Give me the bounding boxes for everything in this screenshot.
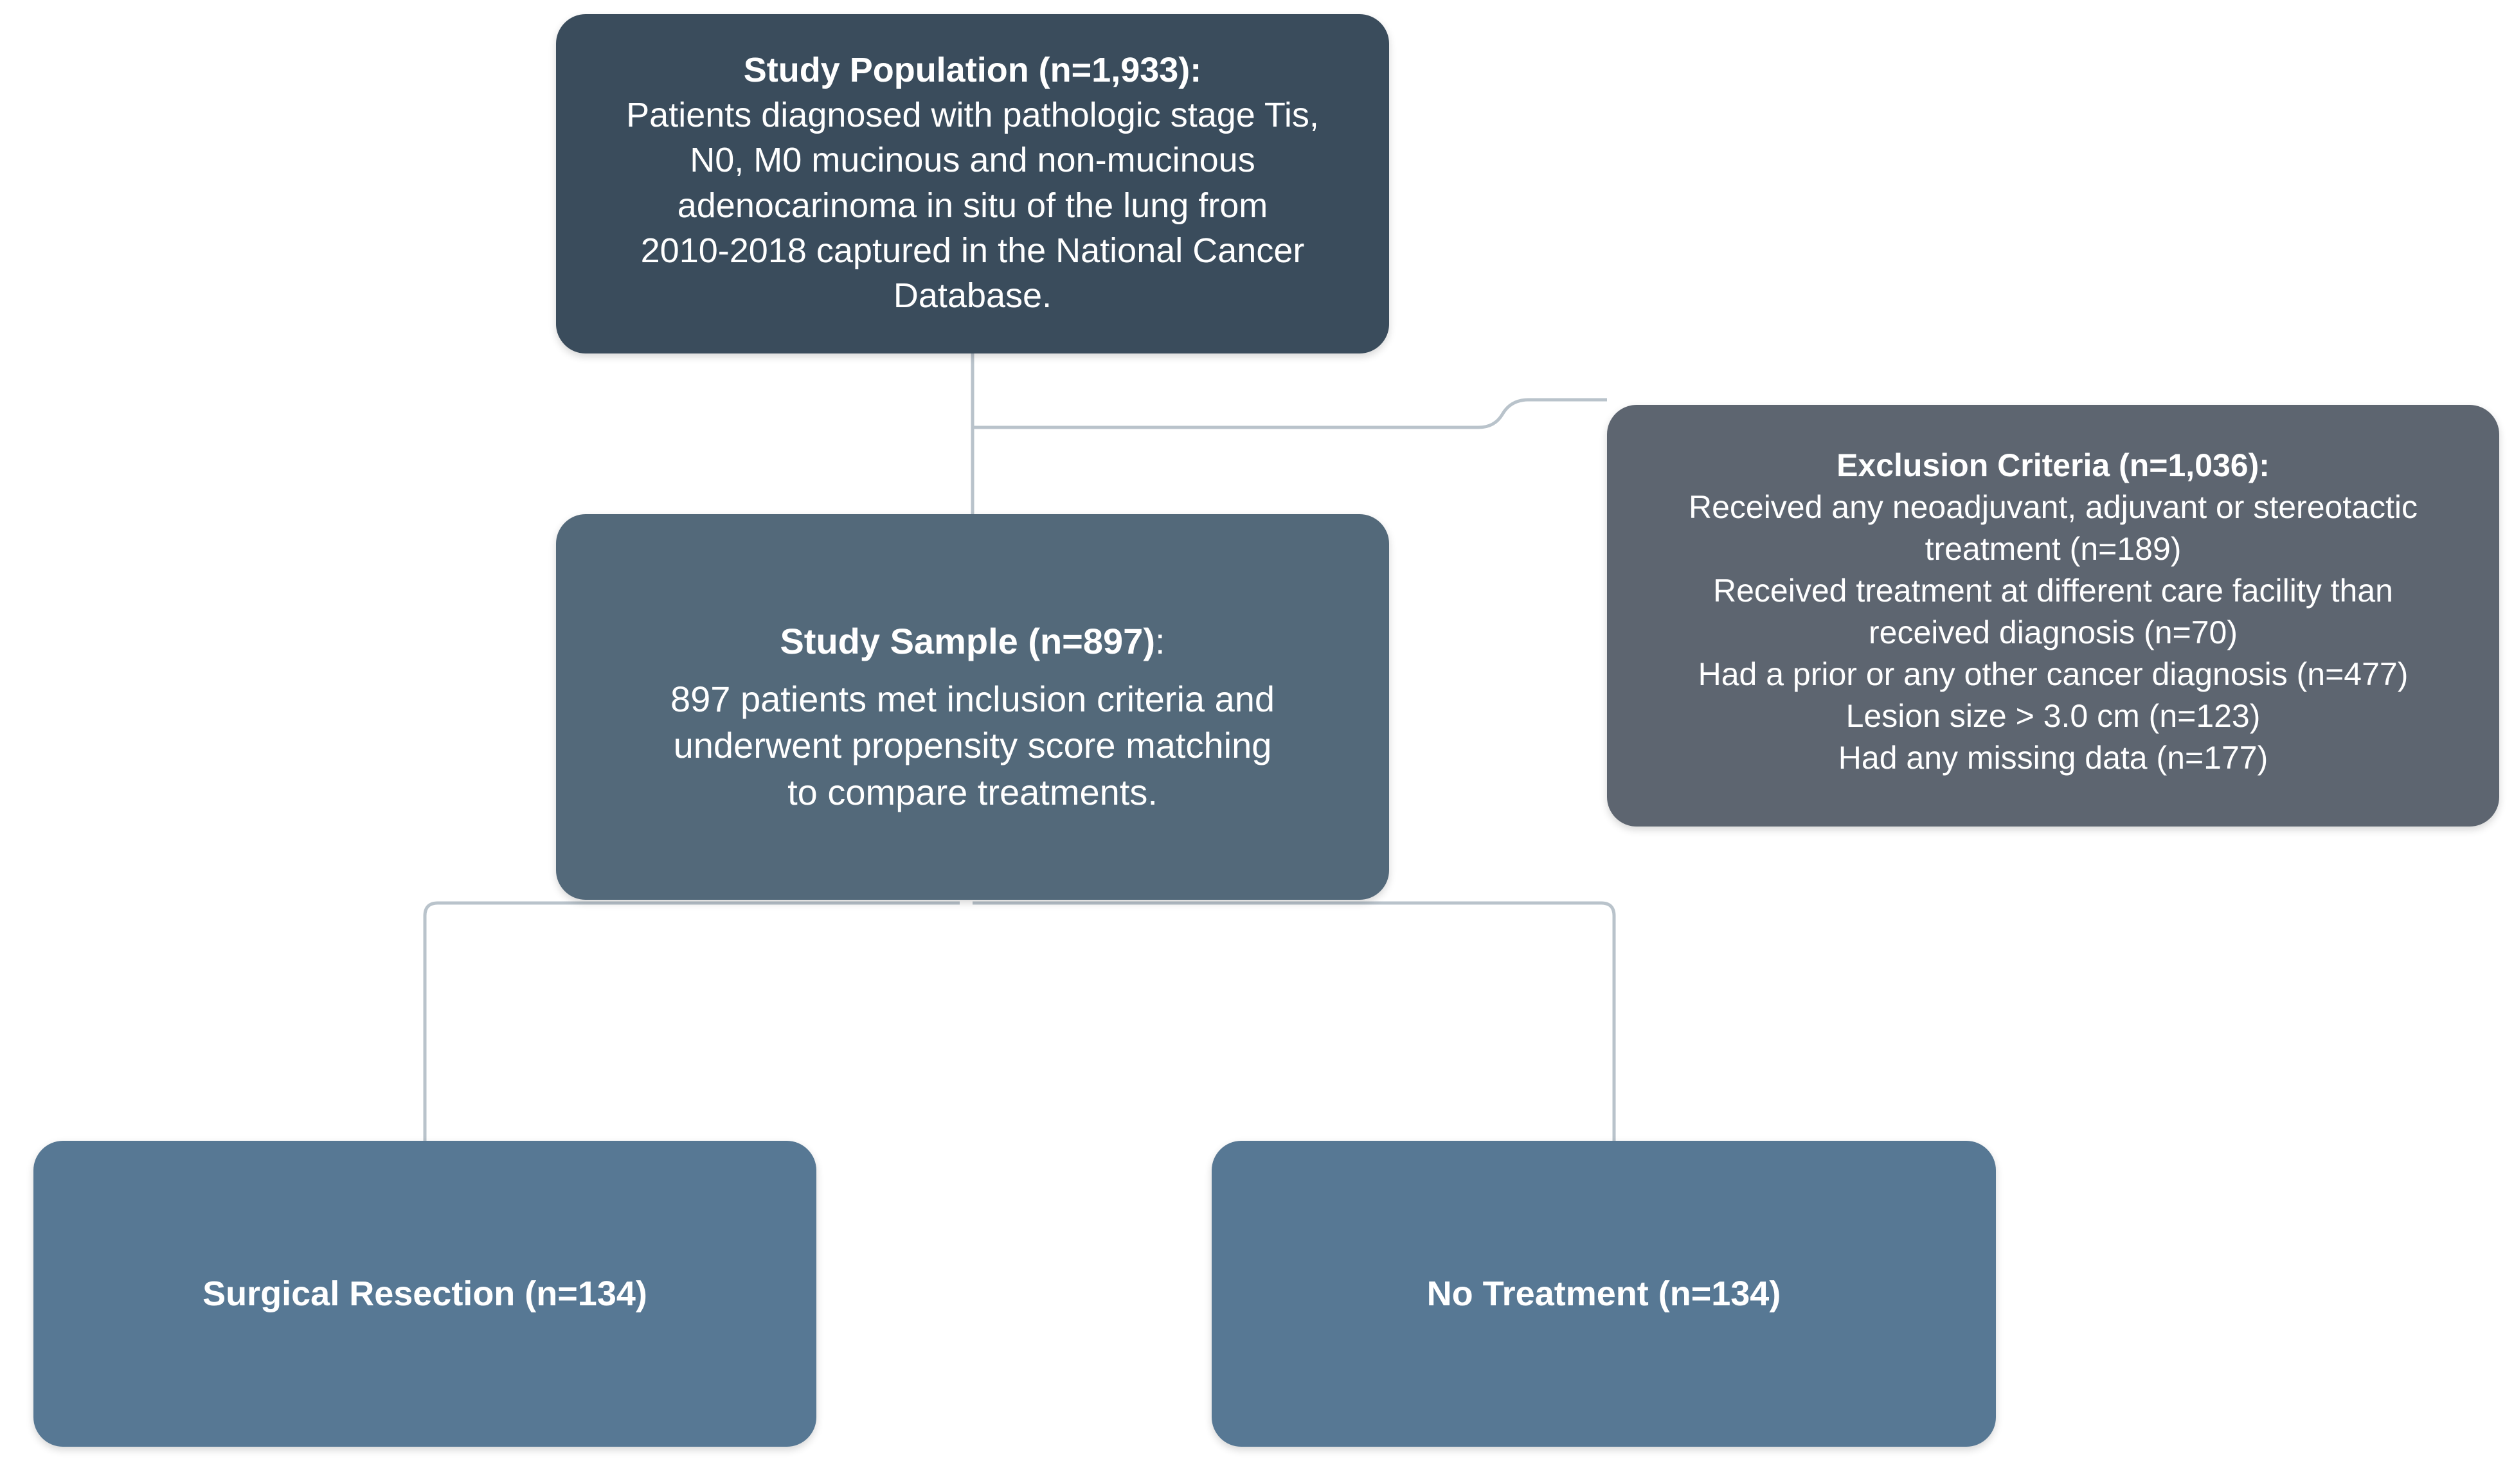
study-population-line-4: 2010-2018 captured in the National Cance… bbox=[640, 231, 1305, 270]
node-study-sample[interactable]: Study Sample (n=897): 897 patients met i… bbox=[556, 514, 1389, 900]
study-population-title: Study Population (n=1,933): bbox=[743, 51, 1202, 89]
study-sample-title: Study Sample (n=897): bbox=[780, 618, 1165, 665]
study-sample-title-suffix: : bbox=[1154, 621, 1165, 661]
exclusion-criteria-title: Exclusion Criteria (n=1,036): bbox=[1836, 447, 2270, 483]
connector-sample-split-left bbox=[423, 901, 960, 1141]
study-sample-line-1: 897 patients met inclusion criteria and bbox=[670, 678, 1275, 719]
surgical-resection-label: Surgical Resection (n=134) bbox=[202, 1274, 647, 1313]
no-treatment-label: No Treatment (n=134) bbox=[1426, 1274, 1781, 1313]
study-population-line-3: adenocarinoma in situ of the lung from bbox=[677, 186, 1268, 225]
study-population-line-2: N0, M0 mucinous and non-mucinous bbox=[690, 141, 1255, 180]
connector-population-to-exclusion bbox=[973, 398, 1607, 429]
node-no-treatment[interactable]: No Treatment (n=134) bbox=[1212, 1141, 1996, 1447]
exclusion-criteria-line-7: Had any missing data (n=177) bbox=[1838, 740, 2268, 776]
exclusion-criteria-line-3: Received treatment at different care fac… bbox=[1713, 573, 2393, 609]
exclusion-criteria-line-6: Lesion size > 3.0 cm (n=123) bbox=[1845, 698, 2261, 734]
exclusion-criteria-line-5: Had a prior or any other cancer diagnosi… bbox=[1698, 656, 2409, 692]
study-sample-line-2: underwent propensity score matching bbox=[673, 725, 1272, 766]
study-sample-line-3: to compare treatments. bbox=[787, 772, 1158, 813]
exclusion-criteria-line-4: received diagnosis (n=70) bbox=[1869, 614, 2238, 650]
node-study-population[interactable]: Study Population (n=1,933): Patients dia… bbox=[556, 14, 1389, 353]
node-surgical-resection[interactable]: Surgical Resection (n=134) bbox=[33, 1141, 816, 1447]
exclusion-criteria-line-1: Received any neoadjuvant, adjuvant or st… bbox=[1688, 489, 2418, 525]
exclusion-criteria-line-2: treatment (n=189) bbox=[1925, 531, 2182, 567]
node-exclusion-criteria[interactable]: Exclusion Criteria (n=1,036): Received a… bbox=[1607, 405, 2499, 827]
connector-sample-split-right bbox=[973, 901, 1616, 1141]
study-population-line-5: Database. bbox=[893, 276, 1052, 315]
study-sample-title-text: Study Sample (n=897) bbox=[780, 621, 1155, 661]
study-population-line-1: Patients diagnosed with pathologic stage… bbox=[626, 96, 1319, 135]
